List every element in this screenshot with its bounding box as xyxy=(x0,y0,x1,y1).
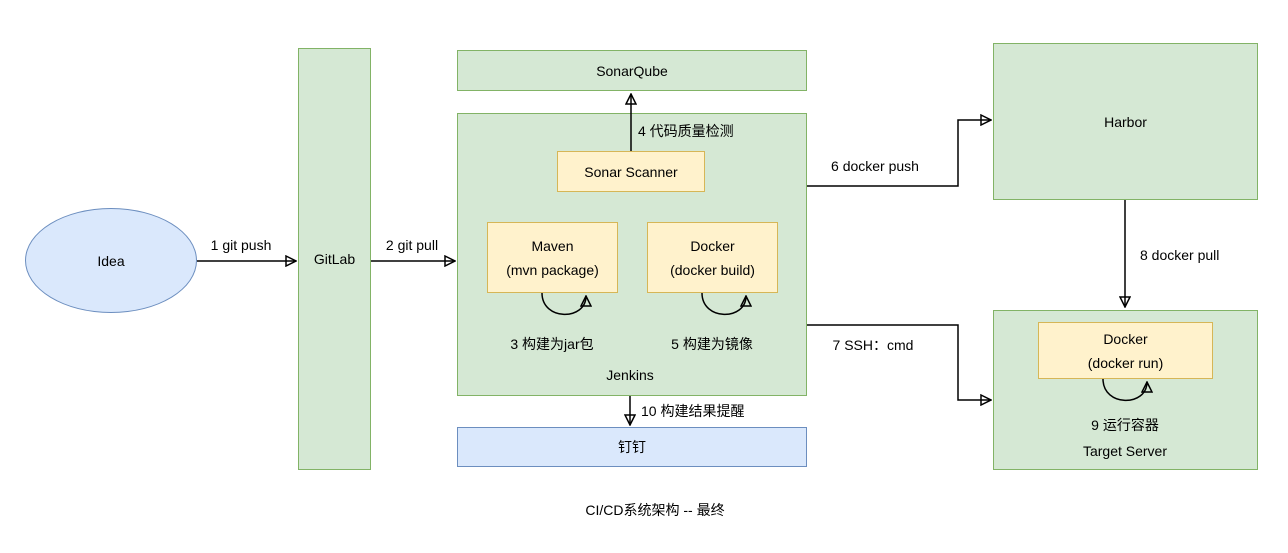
docker-run-node: Docker (docker run) xyxy=(1038,322,1213,379)
edge-label-jar-build: 3 构建为jar包 xyxy=(510,336,594,352)
edge-label-code-quality: 4 代码质量检测 xyxy=(638,123,734,139)
dingtalk-node: 钉钉 xyxy=(457,427,807,467)
gitlab-label: GitLab xyxy=(313,251,356,267)
edge-label-git-pull: 2 git pull xyxy=(385,237,439,253)
jenkins-label: Jenkins xyxy=(606,367,654,383)
idea-label: Idea xyxy=(97,252,125,269)
docker-build-subtitle: (docker build) xyxy=(670,261,755,278)
diagram-caption: CI/CD系统架构 -- 最终 xyxy=(585,502,725,518)
edge-label-image-build: 5 构建为镜像 xyxy=(671,336,753,352)
docker-build-title: Docker xyxy=(690,237,735,254)
harbor-node: Harbor xyxy=(993,43,1258,200)
edge-label-run-container: 9 运行容器 xyxy=(1091,417,1159,433)
sonar-scanner-label: Sonar Scanner xyxy=(584,163,678,180)
sonar-scanner-node: Sonar Scanner xyxy=(557,151,705,192)
edge-label-docker-pull: 8 docker pull xyxy=(1140,247,1220,263)
maven-title: Maven xyxy=(531,237,574,254)
arrow-docker-push xyxy=(807,120,991,187)
harbor-label: Harbor xyxy=(1104,113,1147,130)
docker-build-node: Docker (docker build) xyxy=(647,222,778,293)
docker-run-subtitle: (docker run) xyxy=(1087,354,1164,371)
sonarqube-node: SonarQube xyxy=(457,50,807,91)
edge-label-docker-push: 6 docker push xyxy=(831,158,919,174)
gitlab-node: GitLab xyxy=(298,48,371,470)
edge-label-build-notify: 10 构建结果提醒 xyxy=(641,403,745,419)
sonarqube-label: SonarQube xyxy=(596,62,668,79)
maven-node: Maven (mvn package) xyxy=(487,222,618,293)
edge-label-git-push: 1 git push xyxy=(210,237,272,253)
maven-subtitle: (mvn package) xyxy=(506,261,599,278)
docker-run-title: Docker xyxy=(1103,330,1148,347)
target-server-label: Target Server xyxy=(1082,443,1168,459)
edge-label-ssh-cmd: 7 SSH：cmd xyxy=(832,337,914,353)
dingtalk-label: 钉钉 xyxy=(618,439,646,455)
idea-node: Idea xyxy=(25,208,197,313)
